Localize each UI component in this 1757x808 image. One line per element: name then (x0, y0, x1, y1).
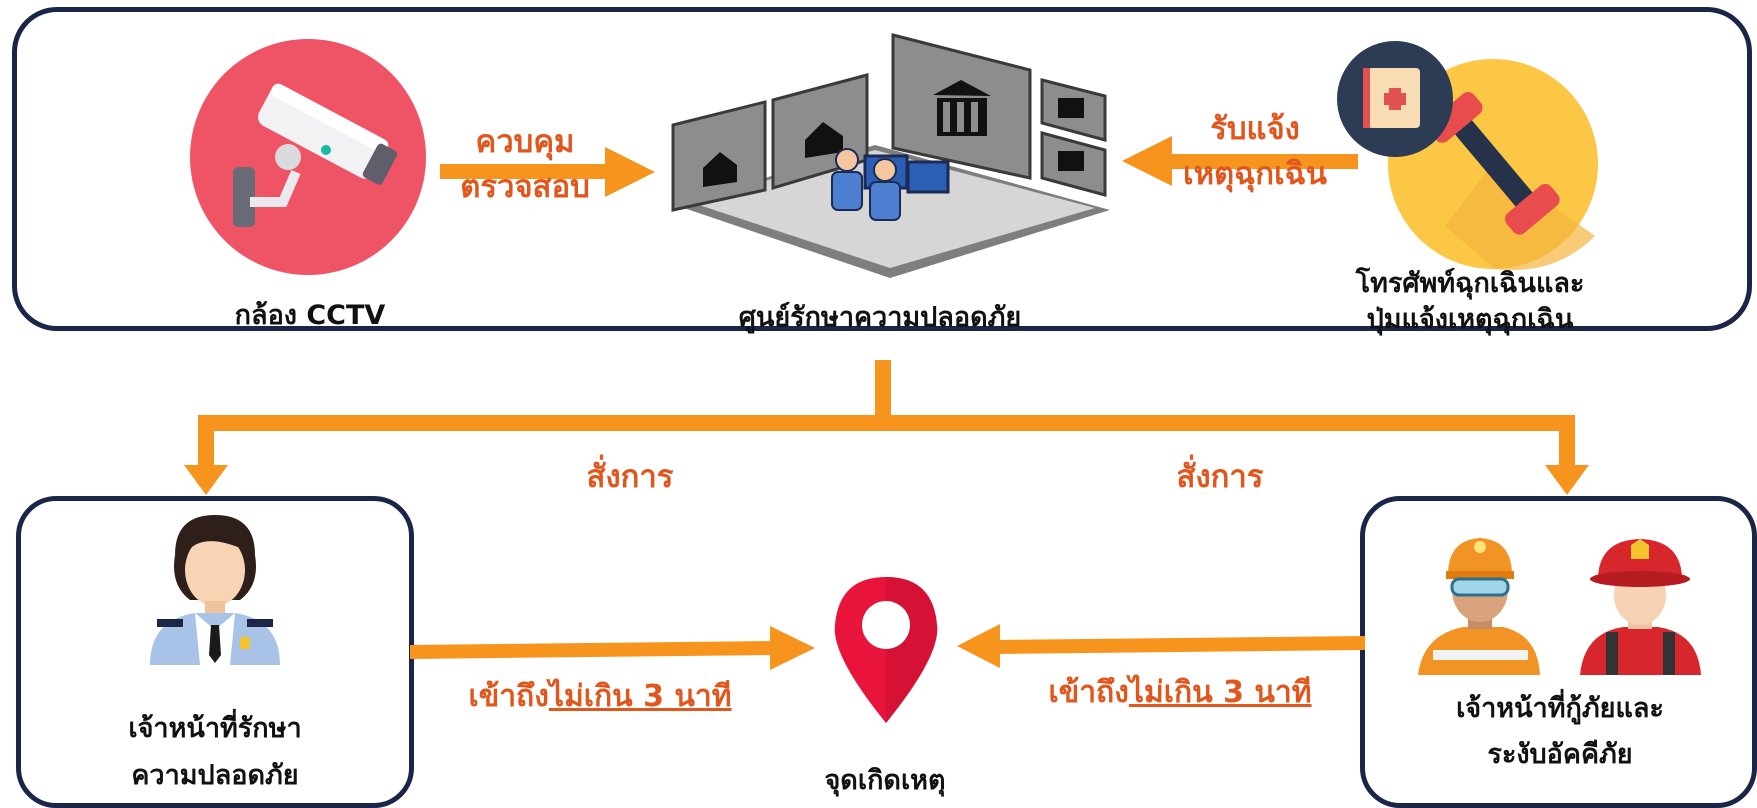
arrow-rescue-to-incident (957, 624, 1365, 668)
cctv-label: กล้อง CCTV (234, 300, 386, 331)
receive-report-text: รับแจ้ง เหตุฉุกเฉิน (1165, 107, 1345, 197)
arrow-report-to-center (1122, 136, 1358, 186)
rescue-team-label: เจ้าหน้าที่กู้ภัยและ ระงับอัคคีภัย (1400, 686, 1720, 778)
access-prefix-left: เข้าถึง (468, 679, 549, 714)
security-center-label: ศูนย์รักษาความปลอดภัย (738, 302, 1022, 333)
inspect-text: ตรวจสอบ (460, 168, 590, 205)
guard-label-line1: เจ้าหน้าที่รักษา (128, 713, 302, 744)
phone-label-line1: โทรศัพท์ฉุกเฉินและ (1355, 268, 1585, 299)
security-guard-label: เจ้าหน้าที่รักษา ความปลอดภัย (60, 705, 370, 800)
arrow-guard-to-incident (410, 626, 815, 670)
command-text-right: สั่งการ (1176, 459, 1264, 495)
incident-label: จุดเกิดเหตุ (824, 765, 946, 796)
access-prefix-right: เข้าถึง (1048, 675, 1129, 710)
monitoring-room-icon (671, 33, 1110, 278)
phone-label: โทรศัพท์ฉุกเฉินและ ปุ่มแจ้งเหตุฉุกเฉิน (1330, 266, 1610, 339)
cctv-camera-icon (190, 39, 426, 275)
phone-label-line2: ปุ่มแจ้งเหตุฉุกเฉิน (1366, 304, 1574, 336)
control-inspect-text: ควบคุม ตรวจสอบ (440, 120, 610, 210)
access-limit-right: ไม่เกิน 3 นาที (1128, 675, 1312, 710)
security-guard-icon (150, 515, 280, 665)
access-time-right: เข้าถึงไม่เกิน 3 นาที (1035, 671, 1325, 715)
arrow-control-to-center (440, 147, 655, 197)
rescue-label-line1: เจ้าหน้าที่กู้ภัยและ (1456, 693, 1664, 724)
receive-text: รับแจ้ง (1210, 111, 1300, 147)
command-text-left: สั่งการ (586, 459, 674, 495)
access-limit-left: ไม่เกิน 3 นาที (548, 679, 732, 714)
guard-label-line2: ความปลอดภัย (131, 760, 299, 792)
location-pin-icon (834, 577, 938, 723)
rescue-label-line2: ระงับอัคคีภัย (1487, 738, 1633, 770)
firefighter-icon (1418, 538, 1701, 675)
command-connector (184, 360, 1589, 495)
emergency-text: เหตุฉุกเฉิน (1183, 155, 1327, 192)
access-time-left: เข้าถึงไม่เกิน 3 นาที (455, 675, 745, 719)
emergency-phone-icon (1337, 41, 1598, 271)
control-text: ควบคุม (475, 124, 575, 160)
